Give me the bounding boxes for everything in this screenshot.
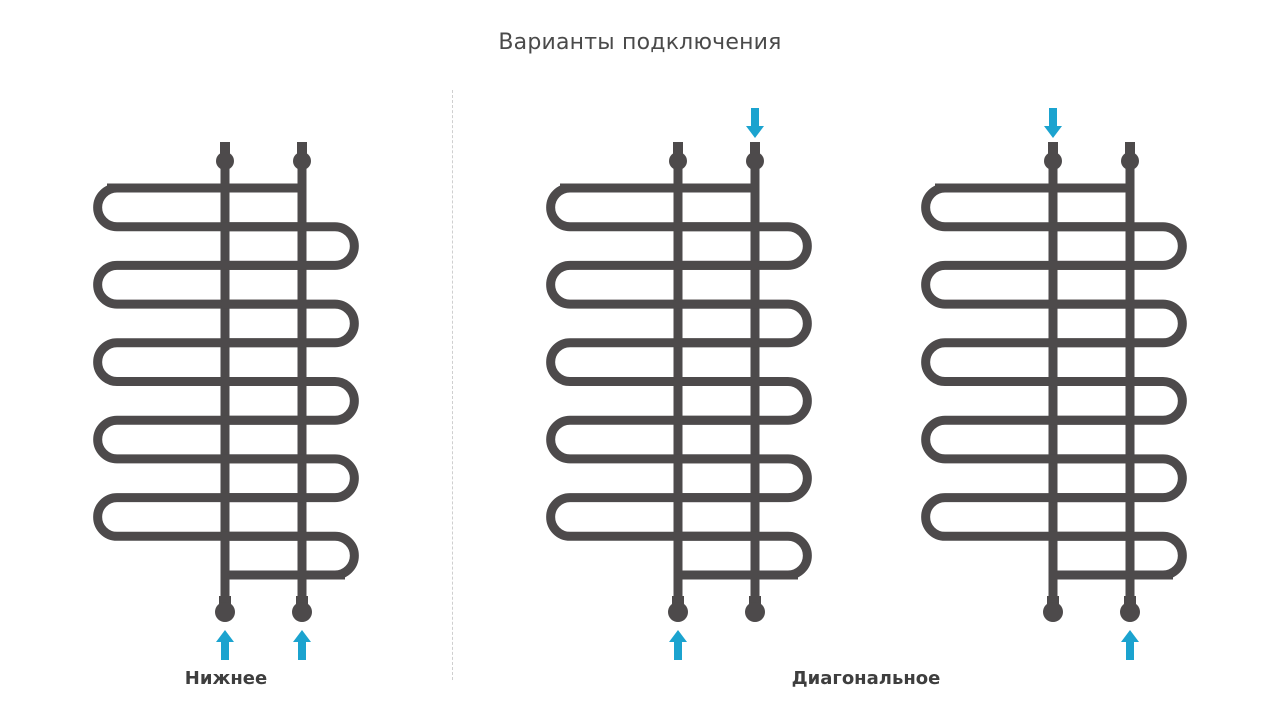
left-loop	[546, 493, 760, 541]
right-loop	[673, 299, 812, 348]
left-bottom-nut	[1047, 596, 1059, 606]
left-top-cap	[220, 142, 230, 156]
right-loop	[673, 377, 812, 425]
right-top-cap	[297, 142, 307, 156]
left-top-fitting	[1044, 152, 1062, 170]
right-bottom-fitting	[292, 602, 312, 622]
radiator-bottom-connection	[93, 142, 359, 660]
left-top-cap	[673, 142, 683, 156]
right-loop	[673, 454, 812, 503]
left-bottom-fitting	[668, 602, 688, 622]
right-top-fitting	[1121, 152, 1139, 170]
outflow-arrow-bottom-left	[669, 630, 687, 660]
left-loop	[93, 415, 307, 464]
right-bottom-nut	[749, 596, 761, 606]
right-top-fitting	[746, 152, 764, 170]
page-title: Варианты подключения	[498, 30, 782, 55]
right-loop	[220, 454, 359, 503]
inflow-arrow-right	[293, 630, 311, 660]
caption-diagonal: Диагональное	[791, 668, 941, 689]
left-bottom-nut	[219, 596, 231, 606]
caption-bottom: Нижнее	[184, 668, 268, 689]
outflow-arrow-bottom-right	[1121, 630, 1139, 660]
left-bottom-fitting	[215, 602, 235, 622]
radiator-diagonal-b	[921, 108, 1187, 660]
left-loop	[93, 183, 307, 232]
right-loop	[220, 299, 359, 348]
inflow-arrow-left	[216, 630, 234, 660]
left-loop	[93, 338, 307, 386]
right-loop	[1048, 454, 1187, 503]
left-bottom-nut	[672, 596, 684, 606]
left-loop	[921, 415, 1135, 464]
left-loop	[921, 183, 1135, 232]
section-divider	[452, 90, 453, 680]
left-top-cap	[1048, 142, 1058, 156]
right-loop	[673, 222, 812, 270]
right-loop	[220, 531, 359, 580]
inflow-arrow-top-left	[1044, 108, 1062, 138]
radiator-diagonal-a	[546, 108, 812, 660]
left-top-fitting	[216, 152, 234, 170]
right-bottom-nut	[296, 596, 308, 606]
right-loop	[220, 222, 359, 270]
left-loop	[93, 260, 307, 309]
right-bottom-nut	[1124, 596, 1136, 606]
right-top-cap	[1125, 142, 1135, 156]
left-loop	[921, 338, 1135, 386]
right-bottom-fitting	[745, 602, 765, 622]
right-top-fitting	[293, 152, 311, 170]
right-loop	[1048, 531, 1187, 580]
left-loop	[921, 493, 1135, 541]
left-loop	[546, 183, 760, 232]
right-loop	[673, 531, 812, 580]
left-loop	[546, 260, 760, 309]
right-top-cap	[750, 142, 760, 156]
inflow-arrow-top-right	[746, 108, 764, 138]
right-bottom-fitting	[1120, 602, 1140, 622]
left-loop	[546, 415, 760, 464]
left-loop	[93, 493, 307, 541]
right-loop	[1048, 222, 1187, 270]
left-loop	[921, 260, 1135, 309]
left-loop	[546, 338, 760, 386]
right-loop	[1048, 377, 1187, 425]
right-loop	[220, 377, 359, 425]
left-top-fitting	[669, 152, 687, 170]
right-loop	[1048, 299, 1187, 348]
left-bottom-fitting	[1043, 602, 1063, 622]
